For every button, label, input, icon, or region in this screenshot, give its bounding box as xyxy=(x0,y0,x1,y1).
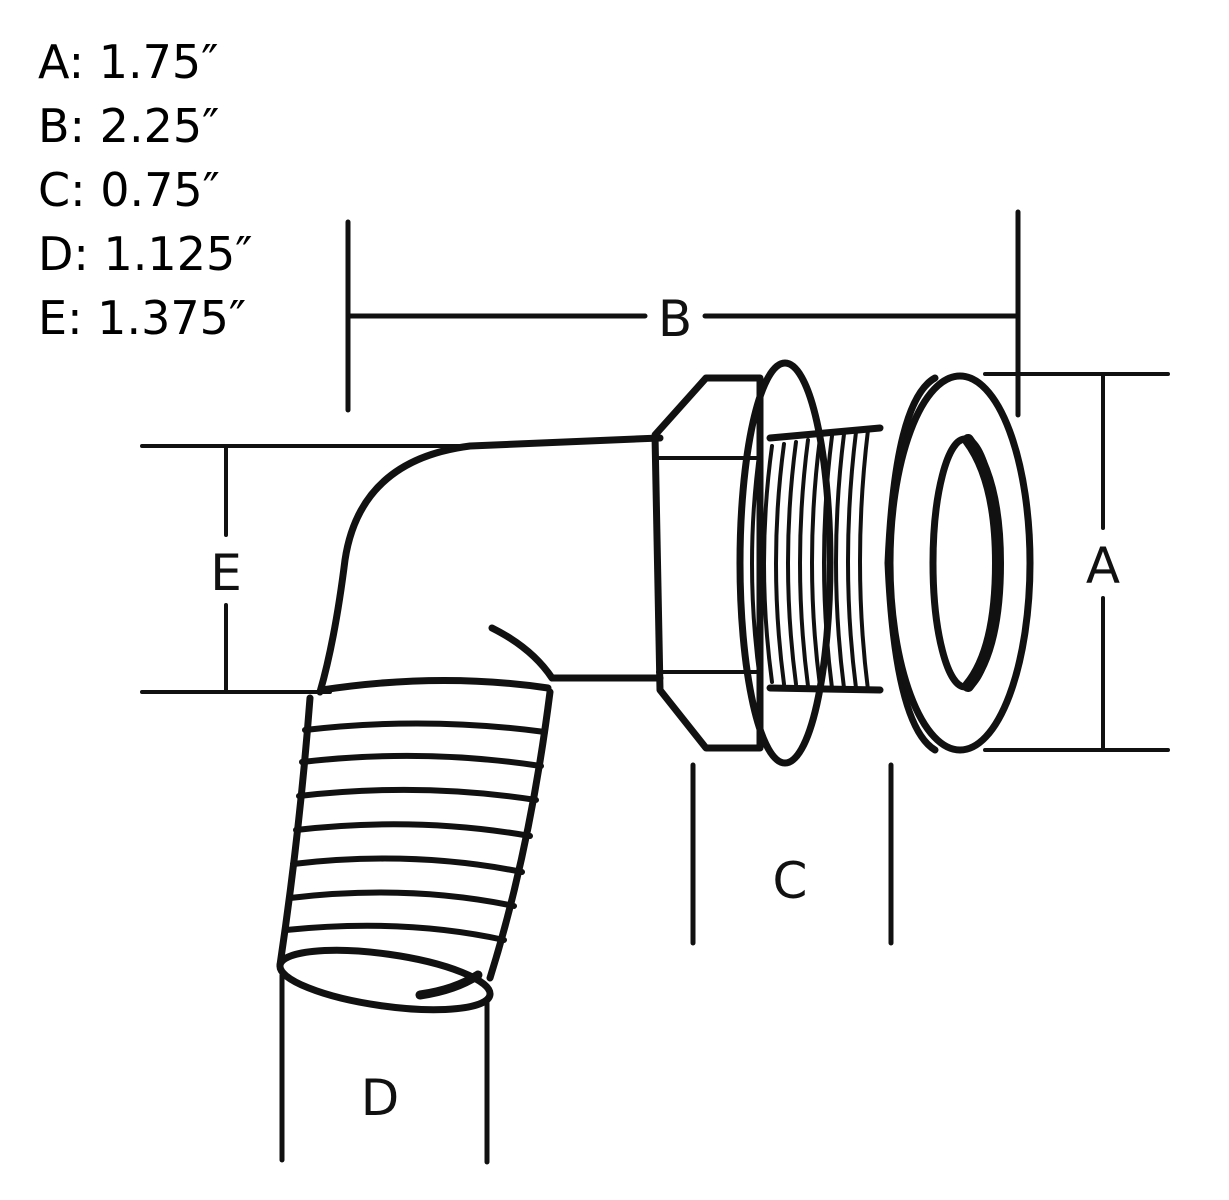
legend-b: B: 2.25″ xyxy=(38,99,220,153)
legend-c: C: 0.75″ xyxy=(38,163,220,217)
legend-a: A: 1.75″ xyxy=(38,35,219,89)
dimension-c xyxy=(690,762,894,946)
label-e: E xyxy=(210,544,242,602)
legend-e: E: 1.375″ xyxy=(38,291,247,345)
hex-nut-outline xyxy=(651,374,764,752)
elbow-barb-joint xyxy=(318,677,552,694)
washer-flange xyxy=(736,359,834,767)
threaded-shank xyxy=(750,424,884,694)
hose-barb xyxy=(276,688,554,1014)
dimension-legend: A: 1.75″ B: 2.25″ C: 0.75″ D: 1.125″ E: … xyxy=(38,30,252,350)
dimension-b xyxy=(345,209,1021,418)
barb-opening-shadow xyxy=(415,970,483,1000)
label-a: A xyxy=(1086,537,1120,595)
thru-hull-flange xyxy=(884,372,1034,754)
dimension-a xyxy=(983,372,1170,752)
shank-threads xyxy=(750,428,870,692)
dimension-e xyxy=(140,444,467,694)
legend-d: D: 1.125″ xyxy=(38,227,253,281)
barb-opening xyxy=(276,946,494,1014)
hex-nut xyxy=(651,374,764,752)
flange-face xyxy=(886,372,1034,754)
label-d: D xyxy=(361,1069,400,1127)
elbow-body xyxy=(316,434,664,696)
elbow-outer-curve xyxy=(316,434,664,696)
barb-ridges xyxy=(283,720,548,943)
dimension-d xyxy=(279,972,490,1165)
label-b: B xyxy=(658,290,692,348)
elbow-inner-curve xyxy=(488,624,664,682)
flange-bore-shadow xyxy=(962,434,1004,692)
label-c: C xyxy=(773,852,808,910)
